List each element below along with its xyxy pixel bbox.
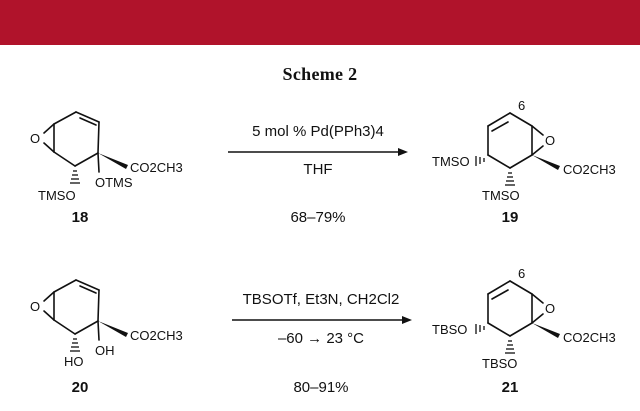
- reaction-2-conditions-above: TBSOTf, Et3N, CH2Cl2: [243, 291, 400, 308]
- compound-21-position-label: 6: [518, 266, 525, 281]
- compound-21-epoxide-o: O: [545, 301, 555, 316]
- compound-21-structure: [475, 280, 560, 354]
- reaction-2-arrowhead: [402, 316, 412, 324]
- compound-20-epoxide-o: O: [30, 299, 40, 314]
- compound-19-ester-label: CO2CH3: [563, 162, 616, 177]
- reaction-1-conditions-below: THF: [303, 161, 332, 178]
- reaction-2-conditions-below: –60 → 23 °C: [278, 330, 364, 347]
- compound-18-ring-otms: OTMS: [95, 175, 133, 190]
- reaction-1-arrowhead: [398, 148, 408, 156]
- compound-20-number: 20: [72, 379, 89, 396]
- reaction-1-conditions-above: 5 mol % Pd(PPh3)4: [252, 123, 384, 140]
- compound-18-number: 18: [72, 209, 89, 226]
- compound-21-number: 21: [502, 379, 519, 396]
- compound-19-epoxide-o: O: [545, 133, 555, 148]
- compound-18-side-otms: TMSO: [38, 188, 76, 203]
- reaction-2-yield: 80–91%: [293, 379, 348, 396]
- compound-19-position-label: 6: [518, 98, 525, 113]
- compound-18-ester-label: CO2CH3: [130, 160, 183, 175]
- compound-21-lower-otbs: TBSO: [482, 356, 517, 371]
- compound-20-side-oh: HO: [64, 354, 84, 369]
- compound-19-left-otms: TMSO: [432, 154, 470, 169]
- scheme-title: Scheme 2: [282, 64, 358, 84]
- compound-19-lower-otms: TMSO: [482, 188, 520, 203]
- compound-19-number: 19: [502, 209, 519, 226]
- compound-21-left-otbs: TBSO: [432, 322, 467, 337]
- compound-18-epoxide-o: O: [30, 131, 40, 146]
- compound-18-structure: [43, 111, 128, 184]
- compound-21-ester-label: CO2CH3: [563, 330, 616, 345]
- journal-header-band: [0, 0, 640, 45]
- compound-20-ester-label: CO2CH3: [130, 328, 183, 343]
- reaction-1-yield: 68–79%: [290, 209, 345, 226]
- compound-20-structure: [43, 279, 128, 352]
- compound-19-structure: [475, 112, 560, 186]
- compound-20-ring-oh: OH: [95, 343, 115, 358]
